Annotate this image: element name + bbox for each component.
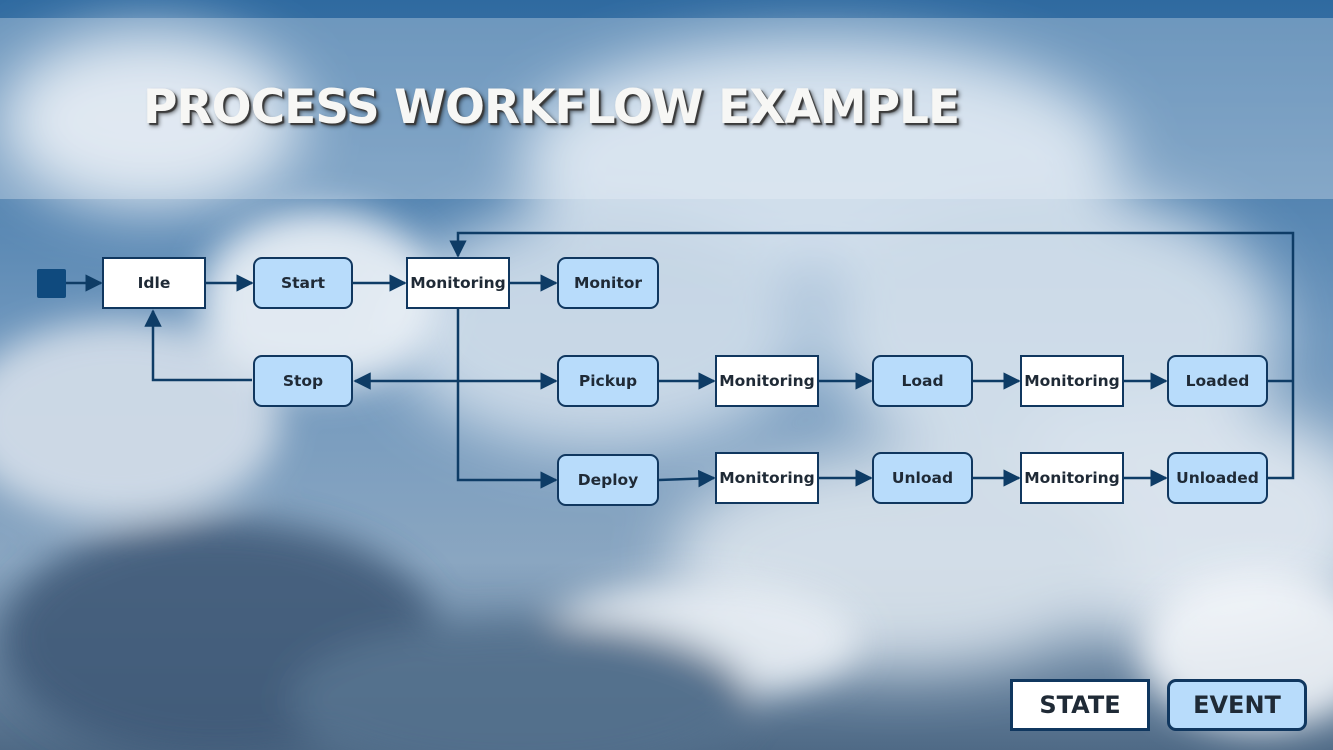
- event-loaded: Loaded: [1167, 355, 1268, 407]
- event-monitor: Monitor: [557, 257, 659, 309]
- event-stop: Stop: [253, 355, 353, 407]
- title-band: [0, 18, 1333, 199]
- initial-state-marker: [37, 269, 66, 298]
- page-title: PROCESS WORKFLOW EXAMPLE: [143, 80, 960, 135]
- state-monitoring-load: Monitoring: [1020, 355, 1124, 407]
- event-pickup: Pickup: [557, 355, 659, 407]
- event-load: Load: [872, 355, 973, 407]
- state-monitoring-main: Monitoring: [406, 257, 510, 309]
- event-unload: Unload: [872, 452, 973, 504]
- state-monitoring-deploy: Monitoring: [715, 452, 819, 504]
- edge-deploy-to-monitoring: [658, 469, 716, 488]
- state-idle: Idle: [102, 257, 206, 309]
- state-monitoring-pickup: Monitoring: [715, 355, 819, 407]
- legend-event: EVENT: [1167, 679, 1307, 731]
- edge-unloaded-return-to-monitoring: [449, 231, 1295, 480]
- state-monitoring-unload: Monitoring: [1020, 452, 1124, 504]
- edge-monitoring-to-deploy: [456, 309, 558, 489]
- event-unloaded: Unloaded: [1167, 452, 1268, 504]
- event-deploy: Deploy: [557, 454, 659, 506]
- legend-state: STATE: [1010, 679, 1150, 731]
- edge-stop-to-idle: [144, 309, 252, 382]
- event-start: Start: [253, 257, 353, 309]
